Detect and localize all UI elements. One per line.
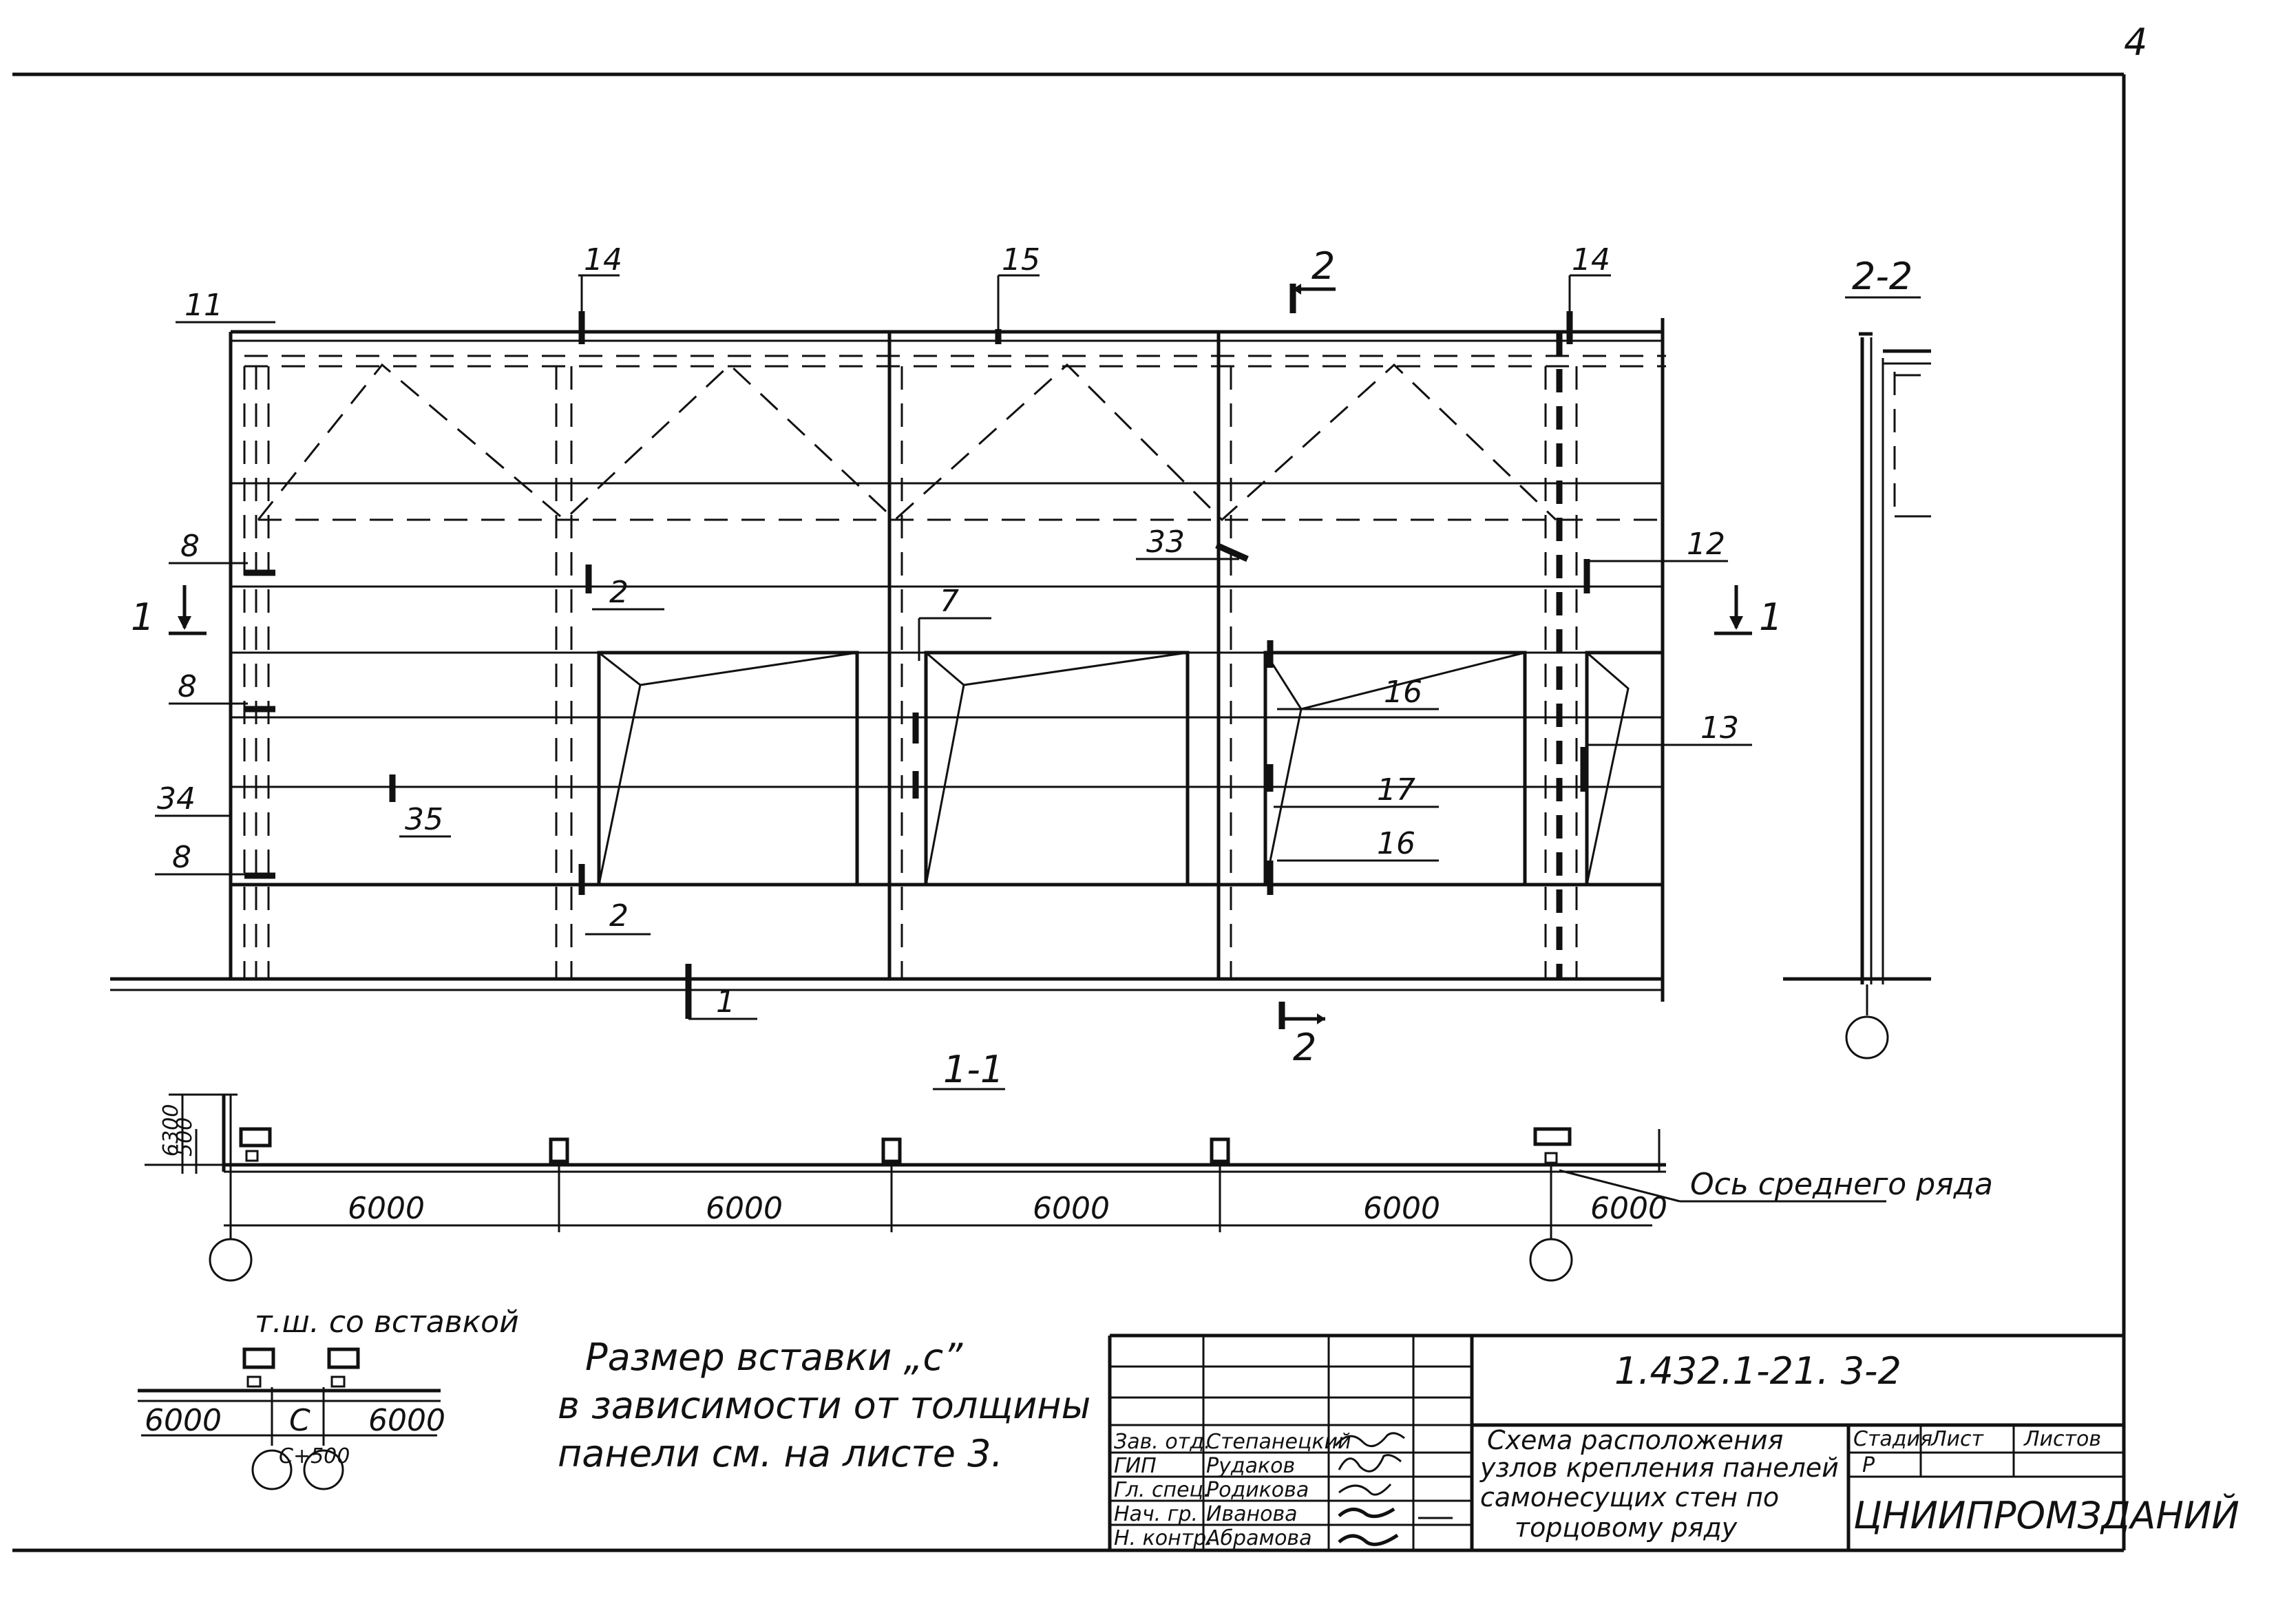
callout-1-bottom: 1 [716,984,735,1020]
dim-span-1: 6000 [348,1191,425,1226]
name-5: Абрамова [1205,1526,1312,1550]
section-cut-marks: 1 1 2 2 [131,244,1782,1069]
name-2: Рудаков [1206,1454,1295,1478]
role-3: Гл. спец. [1114,1478,1210,1502]
vdim-6300: 6300 [159,1104,183,1157]
insert-right-dim: 6000 [368,1403,445,1438]
cut-2-top: 2 [1311,244,1335,288]
description-line-3: самонесущих стен по [1480,1482,1779,1512]
callout-8-top: 8 [180,529,200,564]
cut-1-left: 1 [131,595,154,639]
description-line-2: узлов крепления панелей [1479,1453,1839,1483]
insert-detail: т.ш. со вставкой 6000 С 6000 С+500 [138,1305,519,1490]
note-line-2: в зависимости от толщины [558,1384,1090,1427]
callout-16: 16 [1384,675,1422,710]
stage-value: Р [1862,1453,1875,1477]
stage-label: Стадия [1853,1427,1932,1451]
callout-8-mid: 8 [178,669,197,704]
dim-span-5: 6000 [1590,1191,1667,1226]
sheet-number: 4 [2124,21,2147,64]
role-5: Н. контр. [1114,1526,1213,1550]
cut-2-bottom: 2 [1293,1026,1316,1069]
dim-span-2: 6000 [706,1191,783,1226]
insert-width: С [289,1403,310,1438]
callout-14-left: 14 [584,242,622,277]
callout-15: 15 [1002,242,1040,277]
callout-13: 13 [1700,710,1739,746]
callout-2-upper: 2 [609,575,629,610]
middle-row-axis-label: Ось среднего ряда [1690,1167,1993,1202]
callout-16-lower: 16 [1377,826,1415,861]
sheets-label: Листов [2023,1427,2101,1451]
drawing-code: 1.432.1-21. 3-2 [1614,1349,1901,1393]
wall-elevation [110,311,1666,1002]
callout-33: 33 [1146,525,1185,560]
callout-34: 34 [157,781,196,816]
callout-11: 11 [185,288,223,323]
vdim-500: 500 [173,1117,197,1157]
elevation-callouts: 11 14 15 14 8 2 33 12 7 8 34 35 8 16 17 … [155,242,1752,1020]
callout-12: 12 [1687,527,1725,562]
description-line-4: торцовому ряду [1515,1512,1738,1543]
note: Размер вставки „с” в зависимости от толщ… [558,1336,1090,1475]
cut-1-right: 1 [1759,595,1782,639]
role-4: Нач. гр. [1114,1502,1198,1526]
sheet-frame [12,72,2126,1552]
signatures [1334,1432,1453,1546]
insert-detail-title: т.ш. со вставкой [255,1305,519,1340]
name-3: Родикова [1206,1478,1309,1502]
note-line-3: панели см. на листе 3. [558,1432,1003,1475]
dim-span-3: 6000 [1033,1191,1110,1226]
role-2: ГИП [1114,1454,1157,1478]
section-2-2-title: 2-2 [1852,255,1912,298]
section-2-2: 2-2 [1783,255,1931,1059]
note-line-1: Размер вставки „с” [585,1336,963,1379]
callout-17: 17 [1377,772,1415,808]
callout-14-right: 14 [1572,242,1610,277]
section-1-1-title: 1-1 [943,1048,1004,1091]
sheet-label: Лист [1930,1427,1985,1451]
description-line-1: Схема расположения [1487,1425,1783,1455]
role-1: Зав. отд. [1114,1430,1210,1454]
organization-name: ЦНИИПРОМЗДАНИЙ [1853,1494,2239,1537]
callout-35: 35 [405,802,443,837]
callout-8-bottom: 8 [172,840,191,875]
title-block: 1.432.1-21. 3-2 Схема расположения узлов… [1108,1333,2239,1550]
insert-left-dim: 6000 [145,1403,222,1438]
name-1: Степанецкий [1206,1430,1351,1454]
dim-span-4: 6000 [1363,1191,1440,1226]
name-4: Иванова [1206,1502,1298,1526]
callout-7: 7 [940,584,959,619]
callout-2-lower: 2 [609,898,629,934]
section-1-1: 1-1 6300 500 6000 6000 6000 6000 60 [145,1048,1993,1282]
